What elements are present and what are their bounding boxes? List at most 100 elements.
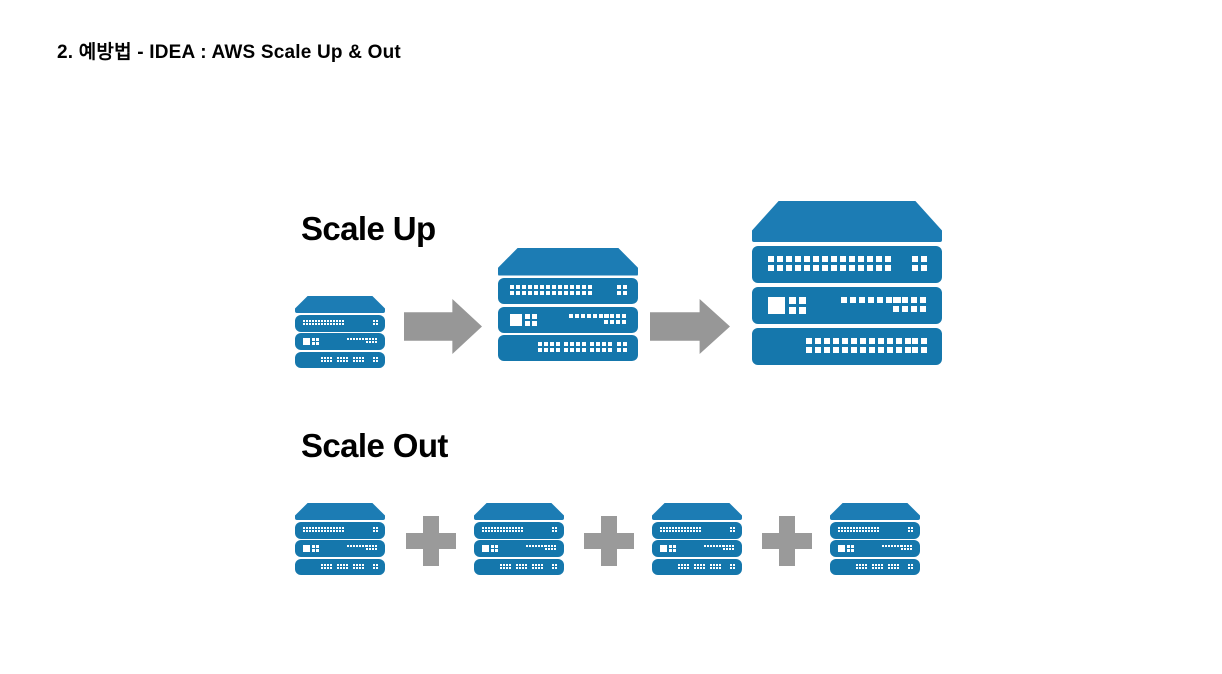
led-block-right	[912, 256, 927, 271]
led-block-right	[617, 342, 627, 353]
led-group-b2	[842, 338, 875, 353]
server-chassis-top	[498, 247, 638, 276]
server-unit-middle	[652, 540, 742, 557]
led-block-left-small	[491, 545, 498, 553]
server-stack-scaleup-large	[752, 201, 942, 365]
server-unit-bottom	[830, 558, 920, 575]
led-group-b1	[678, 563, 689, 569]
led-matrix-left	[768, 256, 891, 271]
server-stack-scaleout-4	[830, 503, 920, 575]
led-block-left-small	[789, 297, 806, 314]
server-unit-middle	[498, 306, 638, 333]
led-block-left-small	[669, 545, 676, 553]
led-large-square	[482, 545, 489, 553]
led-block-far-right	[901, 545, 912, 551]
server-unit-middle	[830, 540, 920, 557]
server-chassis-top	[652, 503, 742, 521]
server-chassis-top	[295, 503, 385, 521]
server-unit-bottom	[752, 328, 942, 365]
led-group-b2	[337, 563, 348, 569]
server-chassis-top	[474, 503, 564, 521]
server-unit-top	[830, 522, 920, 539]
led-matrix-left	[660, 527, 701, 533]
server-chassis-top	[830, 503, 920, 521]
led-group-b2	[564, 342, 586, 353]
led-group-b1	[321, 563, 332, 569]
server-unit-bottom	[295, 558, 385, 575]
led-row-right	[347, 338, 367, 341]
server-unit-top	[752, 246, 942, 283]
led-group-b2	[872, 563, 883, 569]
server-stack-scaleout-3	[652, 503, 742, 575]
led-matrix-left	[838, 527, 879, 533]
server-unit-bottom	[498, 335, 638, 361]
led-group-b3	[353, 563, 364, 569]
led-large-square	[303, 545, 310, 553]
led-group-b3	[878, 338, 911, 353]
led-group-b3	[353, 356, 364, 362]
led-block-right	[373, 320, 378, 326]
led-group-b1	[321, 356, 332, 362]
led-block-far-right	[366, 338, 377, 344]
server-unit-middle	[474, 540, 564, 557]
server-stack-scaleout-2	[474, 503, 564, 575]
server-unit-top	[295, 522, 385, 539]
server-chassis-top	[752, 201, 942, 242]
led-row-right	[841, 297, 901, 303]
led-block-right	[373, 527, 378, 533]
led-group-b1	[856, 563, 867, 569]
arrow-right-icon-2	[650, 299, 730, 354]
led-block-far-right	[604, 313, 626, 324]
led-block-right	[373, 356, 378, 362]
page-title: 2. 예방법 - IDEA : AWS Scale Up & Out	[57, 42, 401, 63]
led-matrix-left	[303, 320, 344, 326]
led-block-left-small	[525, 313, 537, 326]
led-block-far-right	[893, 297, 926, 312]
led-row-right	[704, 545, 724, 548]
server-unit-top	[498, 278, 638, 304]
led-group-b2	[516, 563, 527, 569]
led-matrix-left	[303, 527, 344, 533]
led-block-left-small	[847, 545, 854, 553]
led-group-b1	[500, 563, 511, 569]
led-block-right	[730, 527, 735, 533]
server-unit-bottom	[652, 558, 742, 575]
server-unit-top	[474, 522, 564, 539]
led-matrix-left	[510, 285, 592, 296]
led-row-right	[526, 545, 546, 548]
led-block-right	[912, 338, 927, 353]
led-block-right	[552, 527, 557, 533]
led-block-left-small	[312, 545, 319, 553]
led-group-b3	[888, 563, 899, 569]
led-block-right	[908, 563, 913, 569]
server-stack-scaleup-medium	[498, 247, 638, 361]
led-block-right	[373, 563, 378, 569]
server-unit-middle	[295, 333, 385, 350]
server-unit-top	[295, 315, 385, 332]
led-group-b3	[710, 563, 721, 569]
server-unit-middle	[752, 287, 942, 324]
led-large-square	[838, 545, 845, 553]
led-row-right	[347, 545, 367, 548]
led-large-square	[303, 338, 310, 346]
led-large-square	[660, 545, 667, 553]
led-group-b2	[337, 356, 348, 362]
led-row-right	[569, 313, 609, 318]
led-block-far-right	[545, 545, 556, 551]
led-block-right	[552, 563, 557, 569]
led-large-square	[510, 313, 522, 326]
plus-icon-2	[584, 516, 634, 566]
led-block-far-right	[723, 545, 734, 551]
server-stack-scaleup-small	[295, 296, 385, 368]
led-group-b3	[590, 342, 612, 353]
led-block-right	[730, 563, 735, 569]
led-block-right	[617, 285, 627, 296]
led-group-b3	[532, 563, 543, 569]
led-block-far-right	[366, 545, 377, 551]
led-large-square	[768, 297, 785, 314]
section-label-scale-up: Scale Up	[301, 210, 436, 247]
led-group-b1	[806, 338, 839, 353]
led-block-right	[908, 527, 913, 533]
server-unit-middle	[295, 540, 385, 557]
